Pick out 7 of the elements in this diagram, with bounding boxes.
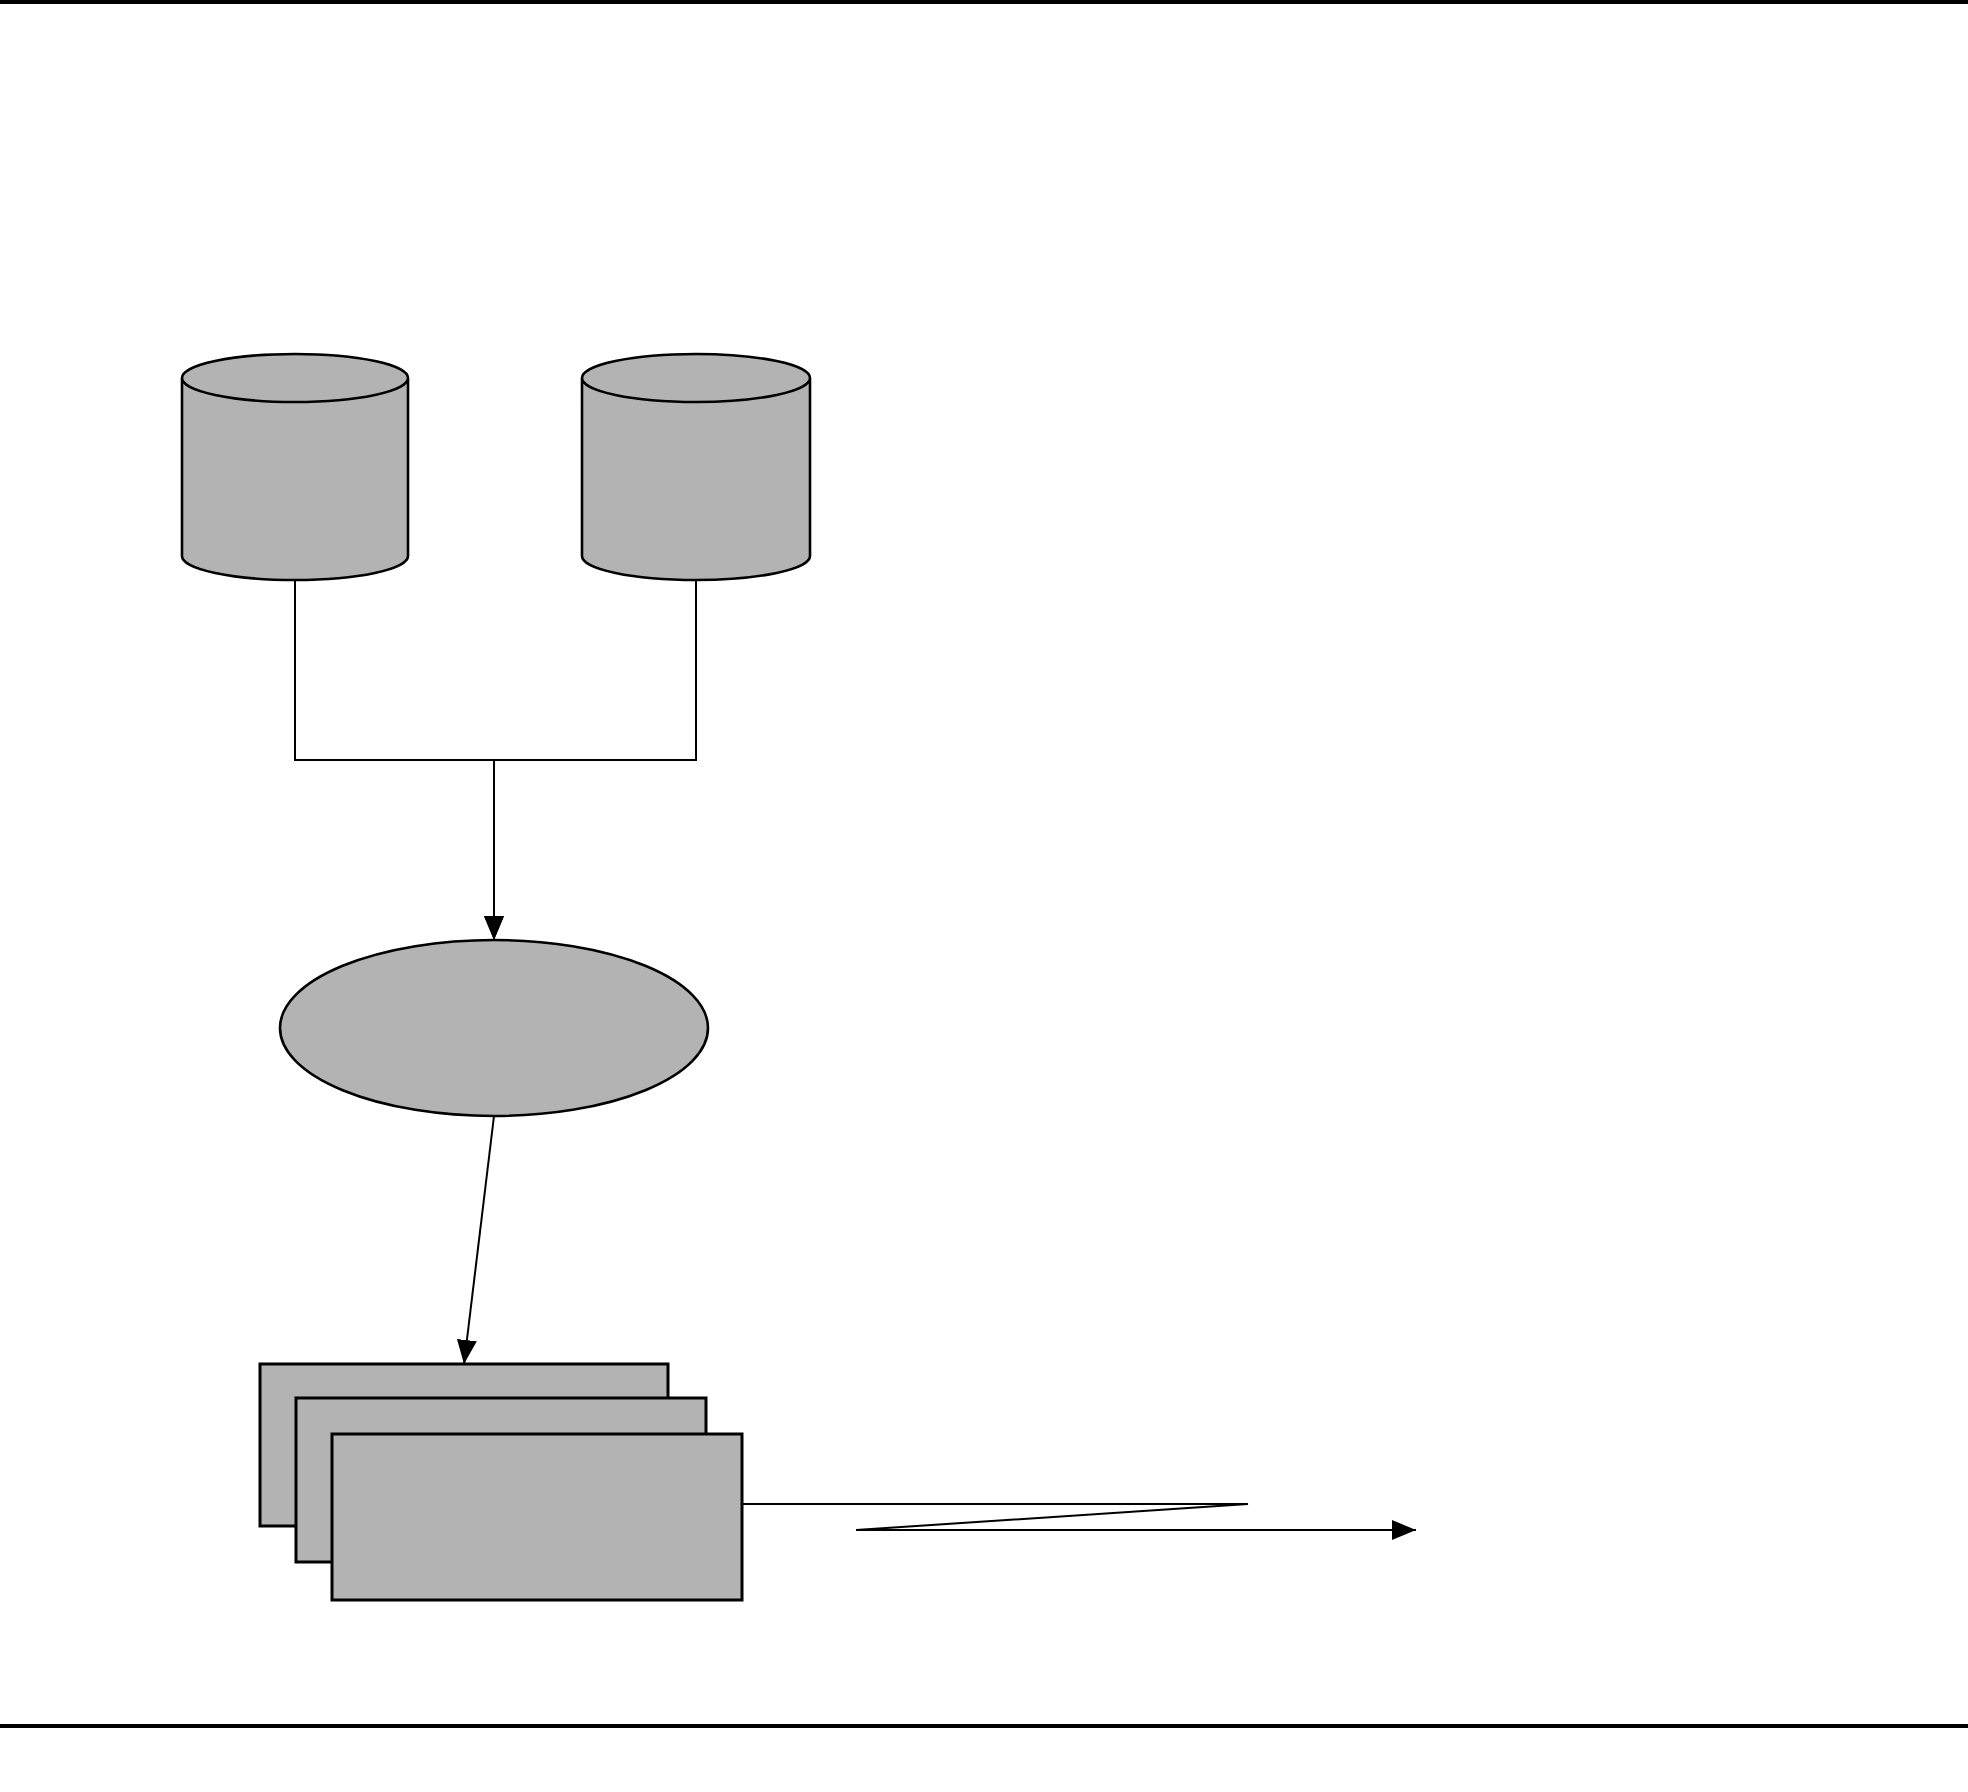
arrow <box>484 579 697 941</box>
document-box <box>332 1434 742 1600</box>
arrow <box>456 1115 495 1365</box>
process-ellipse <box>280 940 708 1116</box>
communication-link-arrow <box>741 1503 1417 1540</box>
database-cylinder <box>582 354 810 580</box>
database-cylinder <box>182 354 408 580</box>
